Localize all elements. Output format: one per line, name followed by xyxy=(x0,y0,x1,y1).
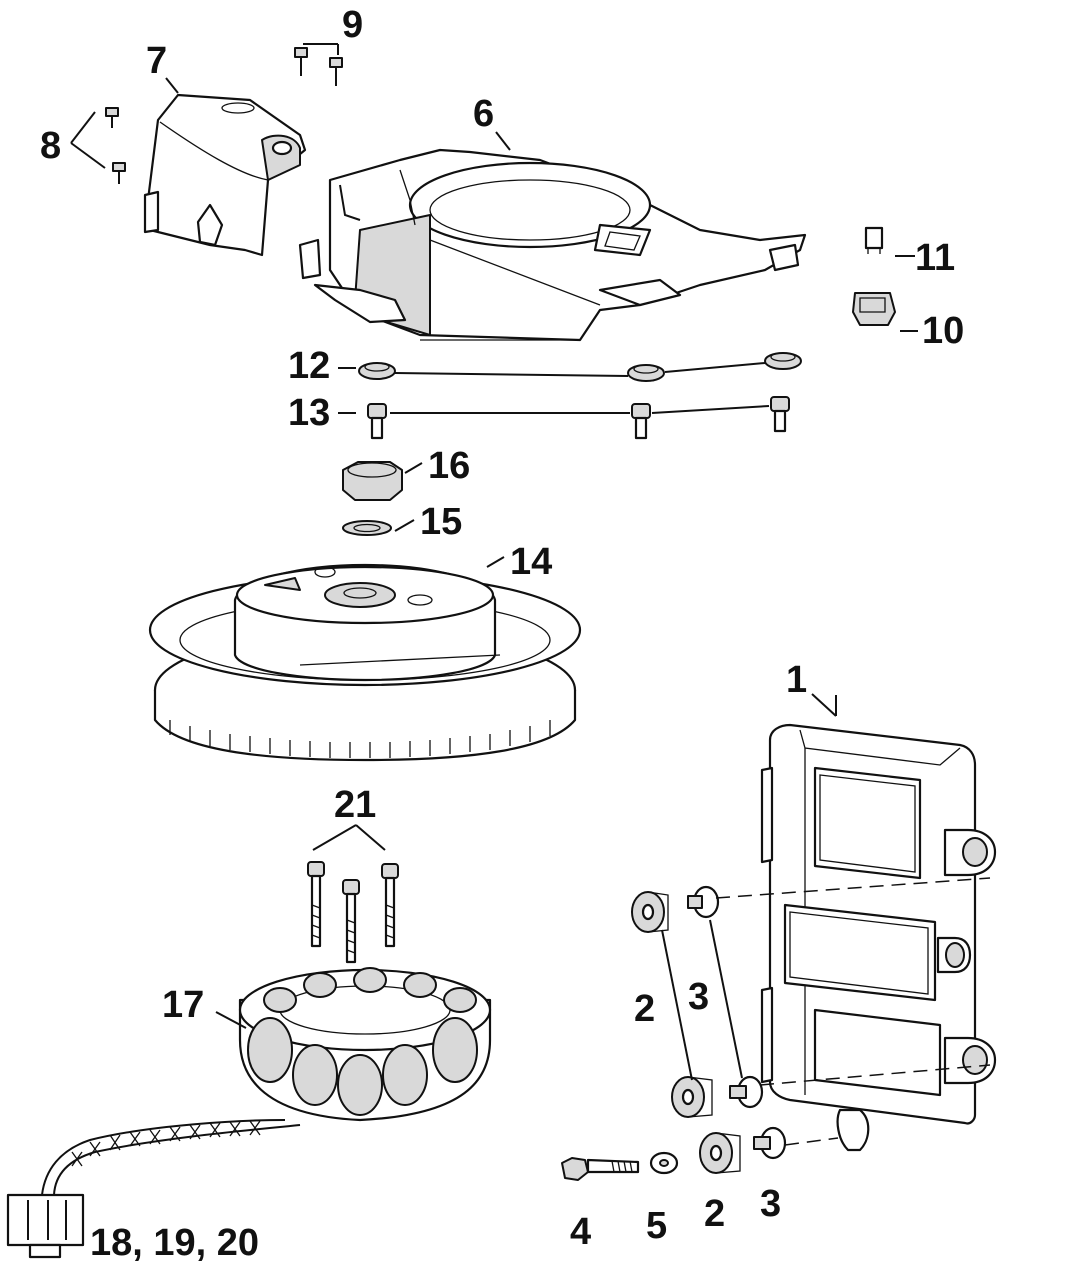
callout-13: 13 xyxy=(288,392,330,434)
part-14-flywheel xyxy=(148,563,582,762)
callout-16: 16 xyxy=(428,445,470,487)
part-12-grommets xyxy=(358,352,802,382)
leader-lines xyxy=(70,43,918,1029)
part-16-nut xyxy=(342,461,403,501)
callout-3-upper: 3 xyxy=(688,976,709,1018)
callout-7: 7 xyxy=(146,40,167,82)
part-7-cover xyxy=(143,93,307,257)
part-10-fuse-holder xyxy=(852,292,896,326)
part-8-screws xyxy=(105,107,126,184)
part-11-fuse xyxy=(864,226,884,254)
callout-12: 12 xyxy=(288,345,330,387)
part-9-screws xyxy=(294,47,343,86)
callout-10: 10 xyxy=(922,310,964,352)
callout-2-lower: 2 xyxy=(704,1193,725,1235)
callout-1: 1 xyxy=(786,659,807,701)
mounting-hardware xyxy=(561,877,991,1181)
part-6-flywheel-cover xyxy=(298,148,807,342)
callout-15: 15 xyxy=(420,501,462,543)
callout-4: 4 xyxy=(570,1211,591,1253)
part-21-bolts xyxy=(307,861,399,964)
callout-11: 11 xyxy=(915,237,955,279)
callout-14: 14 xyxy=(510,541,552,583)
part-17-stator xyxy=(6,967,492,1259)
callout-17: 17 xyxy=(162,984,204,1026)
callout-6: 6 xyxy=(473,93,494,135)
callouts: 1 2 3 2 3 4 5 6 7 8 9 10 11 12 13 14 15 … xyxy=(40,4,964,1264)
part-15-washer xyxy=(342,520,392,536)
part-1-module xyxy=(760,723,997,1152)
callout-9: 9 xyxy=(342,4,363,46)
callout-21: 21 xyxy=(334,784,376,826)
callout-8: 8 xyxy=(40,125,61,167)
callout-18-19-20: 18, 19, 20 xyxy=(90,1222,259,1264)
callout-2-upper: 2 xyxy=(634,988,655,1030)
callout-3-lower: 3 xyxy=(760,1183,781,1225)
part-13-bolts xyxy=(367,396,790,440)
callout-5: 5 xyxy=(646,1205,667,1247)
